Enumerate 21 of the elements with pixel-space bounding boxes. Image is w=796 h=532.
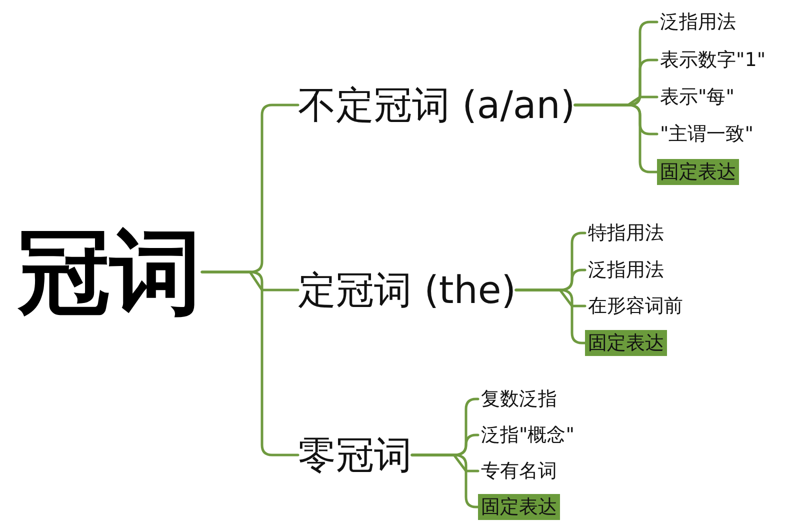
leaf-label: 表示"每" [657, 84, 738, 110]
branch-label: 定冠词 (the) [298, 267, 516, 313]
title-text: 冠词 [18, 218, 202, 326]
branch-label: 零冠词 [298, 432, 412, 478]
branch-label: 不定冠词 (a/an) [298, 82, 576, 128]
brace-connector [574, 104, 658, 174]
brace-connector [514, 288, 586, 344]
highlighted-leaf: 固定表达 [478, 494, 560, 520]
leaf-label: 特指用法 [585, 220, 667, 246]
highlighted-leaf: 固定表达 [585, 330, 667, 356]
leaf-label: 表示数字"1" [657, 47, 769, 73]
highlighted-leaf: 固定表达 [657, 159, 739, 185]
leaf-label: "主谓一致" [657, 121, 756, 147]
leaf-label: 泛指用法 [657, 9, 739, 35]
brace-connector [200, 270, 300, 456]
leaf-label: 泛指"概念" [478, 422, 578, 448]
leaf-label: 复数泛指 [478, 386, 560, 412]
leaf-label: 泛指用法 [585, 257, 667, 283]
leaf-label: 在形容词前 [585, 293, 686, 319]
brace-connector [410, 454, 480, 508]
leaf-label: 专有名词 [478, 458, 560, 484]
